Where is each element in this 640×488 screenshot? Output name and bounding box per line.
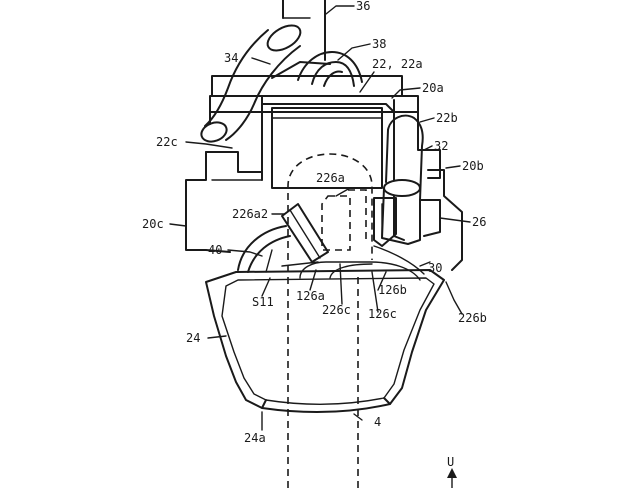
label-26: 26 [472,215,486,229]
port-226b [373,197,397,247]
label-24: 24 [186,331,200,345]
port-226a2 [281,203,329,263]
label-34: 34 [224,51,238,65]
label-226a-top: 226a [316,171,345,185]
pipe-34 [200,24,302,143]
label-22c: 22c [156,135,178,149]
dashed-cylinder [287,153,373,488]
label-4: 4 [374,415,381,429]
label-126c: 126c [368,307,397,321]
cylinder-block-22 [271,107,383,189]
label-36: 36 [356,0,370,13]
pipe-32 [381,114,424,245]
label-30: 30 [428,261,442,275]
label-126b: 126b [378,283,407,297]
member-36 [282,0,326,61]
engine-right-20b [417,111,463,271]
label-direction-u: U [447,455,454,469]
assembly-38 [271,51,363,87]
label-24a: 24a [244,431,266,445]
label-226c: 226c [322,303,351,317]
label-20c: 20c [142,217,164,231]
label-20a: 20a [422,81,444,95]
label-22b: 22b [436,111,458,125]
label-32: 32 [434,139,448,153]
dashed-box-226c [321,189,367,251]
leader-lines [169,5,471,431]
label-226a2: 226a2 [232,207,268,221]
cowl-24 [205,269,445,414]
label-38: 38 [372,37,386,51]
label-22-22a: 22, 22a [372,57,423,71]
labels: 36 38 34 22, 22a 20a 22b 22c 32 20b 226a… [142,0,487,469]
label-40: 40 [208,243,222,257]
label-226b: 226b [458,311,487,325]
engine-left-20c [185,111,263,253]
label-126a: 126a [296,289,325,303]
label-S11: S11 [252,295,274,309]
label-20b: 20b [462,159,484,173]
direction-arrow [447,468,457,488]
rim-24a [261,397,391,409]
